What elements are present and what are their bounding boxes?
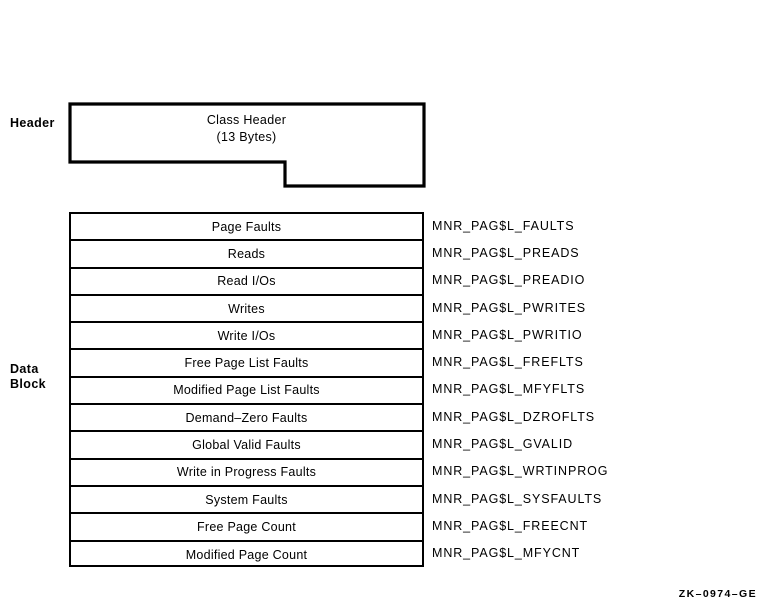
class-header-path	[68, 102, 426, 188]
field-name: MNR_PAG$L_SYSFAULTS	[432, 491, 603, 506]
field-name: MNR_PAG$L_GVALID	[432, 437, 574, 452]
class-header-size: (13 Bytes)	[216, 130, 277, 144]
field-name: MNR_PAG$L_PREADIO	[432, 273, 586, 288]
header-section-label: Header	[10, 116, 55, 130]
table-row-label: System Faults	[205, 492, 288, 507]
class-header-box	[66, 100, 428, 192]
table-row: Writes	[71, 296, 422, 324]
table-row: Reads	[71, 241, 422, 269]
figure-caption-id: ZK–0974–GE	[678, 588, 757, 600]
table-row: Demand–Zero Faults	[71, 405, 422, 433]
field-name: MNR_PAG$L_WRTINPROG	[432, 464, 609, 479]
data-block-section-label: Data Block	[10, 362, 47, 391]
table-row-label: Global Valid Faults	[192, 438, 301, 453]
field-name: MNR_PAG$L_PWRITIO	[432, 327, 583, 342]
field-name: MNR_PAG$L_MFYCNT	[432, 546, 581, 561]
table-row-label: Demand–Zero Faults	[185, 410, 308, 425]
table-row: Write I/Os	[71, 323, 422, 351]
class-header-title: Class Header	[206, 113, 287, 127]
table-row-label: Write I/Os	[217, 328, 276, 343]
table-row-label: Writes	[228, 301, 265, 316]
table-row-label: Write in Progress Faults	[176, 465, 317, 480]
table-row: Read I/Os	[71, 269, 422, 296]
table-row: Global Valid Faults	[71, 432, 422, 460]
table-row-label: Page Faults	[211, 219, 282, 234]
table-row: Write in Progress Faults	[71, 460, 422, 487]
table-row-label: Modified Page List Faults	[173, 383, 320, 398]
table-row: Free Page Count	[71, 514, 422, 542]
table-row-label: Reads	[227, 246, 266, 261]
field-name: MNR_PAG$L_PREADS	[432, 245, 580, 260]
table-row: Free Page List Faults	[71, 350, 422, 378]
field-name: MNR_PAG$L_DZROFLTS	[432, 409, 595, 424]
field-name: MNR_PAG$L_FREFLTS	[432, 355, 584, 370]
table-row-label: Modified Page Count	[185, 548, 308, 563]
class-header-text-group: Class Header (13 Bytes)	[69, 112, 424, 146]
table-row-label: Free Page List Faults	[184, 356, 309, 371]
table-row: Modified Page Count	[71, 542, 422, 569]
table-row-label: Free Page Count	[197, 519, 296, 534]
field-name-column: MNR_PAG$L_FAULTS MNR_PAG$L_PREADS MNR_PAG$…	[432, 212, 762, 567]
table-row: System Faults	[71, 487, 422, 515]
field-name: MNR_PAG$L_FAULTS	[432, 218, 575, 233]
table-row: Page Faults	[71, 214, 422, 242]
table-row-label: Read I/Os	[217, 274, 276, 289]
field-name: MNR_PAG$L_PWRITES	[432, 300, 586, 315]
class-header-outline	[68, 102, 426, 188]
field-name: MNR_PAG$L_FREECNT	[432, 518, 589, 533]
field-name: MNR_PAG$L_MFYFLTS	[432, 382, 586, 397]
table-row: Modified Page List Faults	[71, 378, 422, 406]
